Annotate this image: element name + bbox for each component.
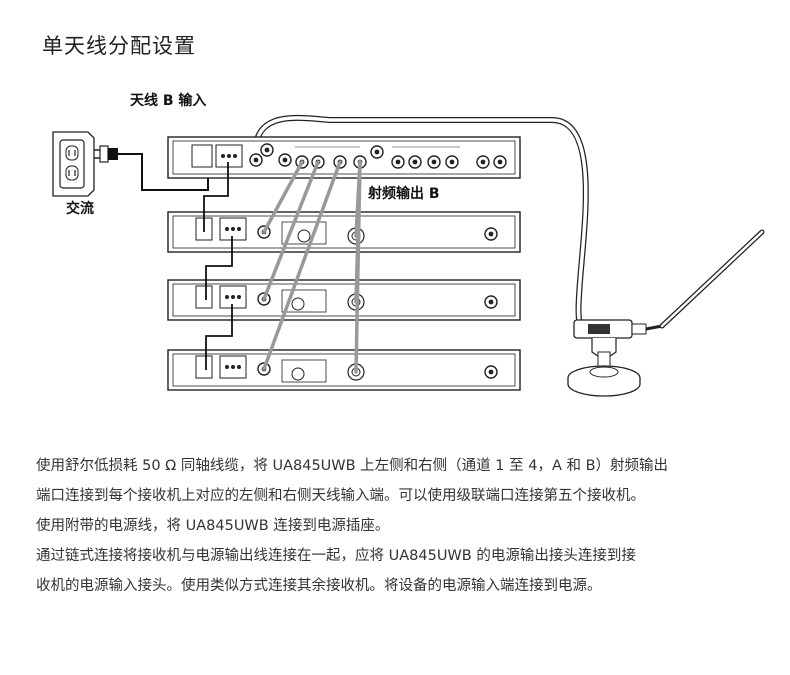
receiver-icon (167, 349, 521, 391)
ac-power-label: 交流 (66, 201, 94, 217)
receiver-icon (167, 279, 521, 321)
setup-diagram (52, 114, 765, 397)
receiver-icon (167, 211, 521, 253)
antenna-input-label: 天线 B 输入 (130, 93, 207, 109)
description: 使用舒尔低损耗 50 Ω 同轴线缆，将 UA845UWB 上左侧和右侧（通道 1… (36, 451, 781, 601)
description-line: 收机的电源输入接头。使用类似方式连接其余接收机。将设备的电源输入端连接到电源。 (36, 578, 602, 594)
description-line: 使用附带的电源线，将 UA845UWB 连接到电源插座。 (36, 518, 390, 534)
wall-outlet-icon (52, 131, 95, 197)
rf-output-cables (262, 160, 362, 374)
description-line: 端口连接到每个接收机上对应的左侧和右侧天线输入端。可以使用级联端口连接第五个接收… (36, 488, 645, 504)
distribution-amplifier-icon (167, 136, 521, 179)
description-line: 使用舒尔低损耗 50 Ω 同轴线缆，将 UA845UWB 上左侧和右侧（通道 1… (36, 458, 669, 474)
power-cable (118, 153, 209, 191)
antenna-icon (567, 229, 765, 397)
description-line: 通过链式连接将接收机与电源输出线连接在一起，应将 UA845UWB 的电源输出接… (36, 548, 636, 564)
page-title: 单天线分配设置 (42, 34, 196, 58)
rf-output-label: 射频输出 B (368, 186, 440, 202)
power-chain-cables (203, 162, 233, 370)
power-plug-icon (94, 145, 118, 163)
